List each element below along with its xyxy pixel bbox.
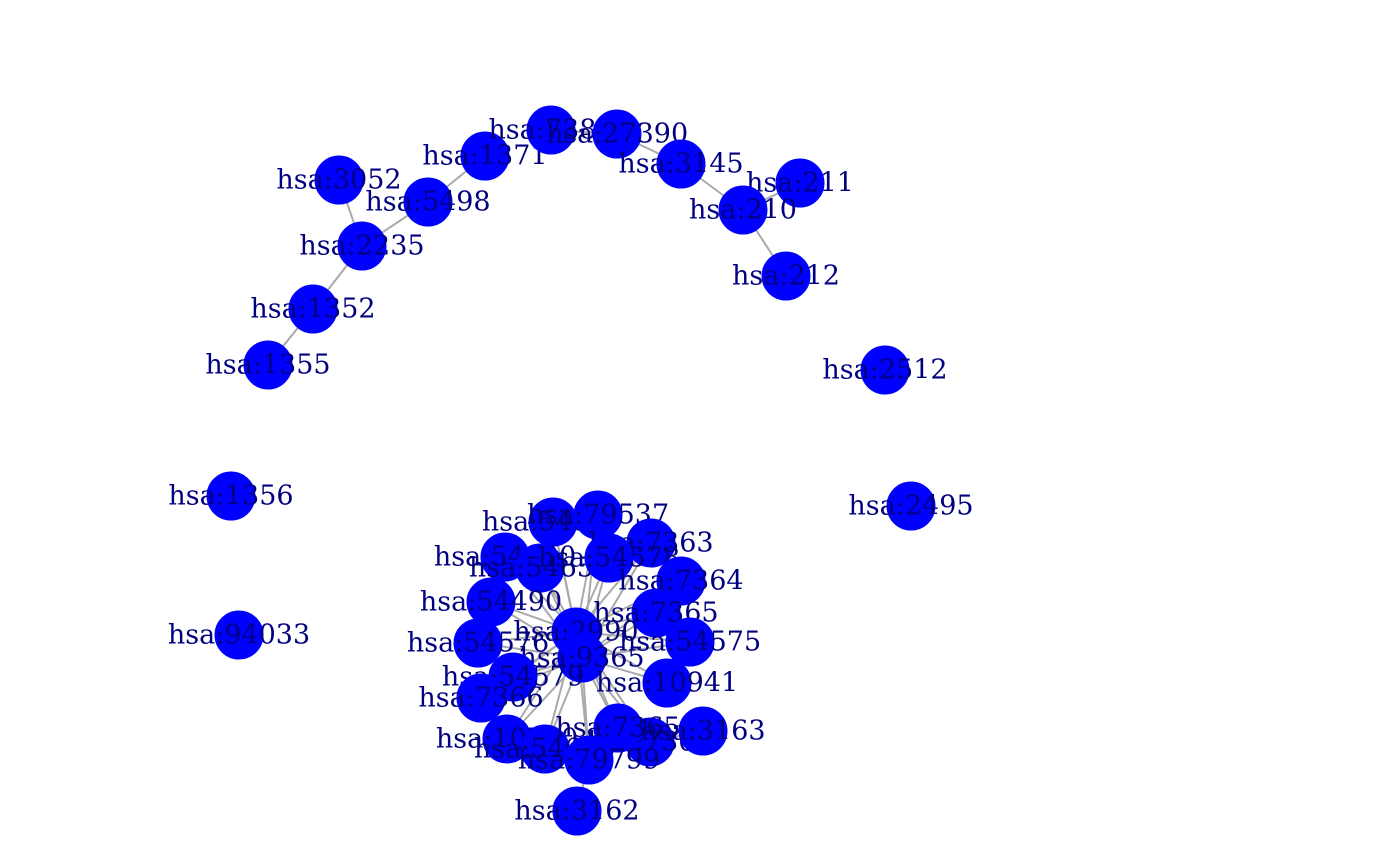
graph-node: hsa:7365: [555, 703, 681, 753]
node-circle: [243, 340, 293, 390]
node-label: hsa:27390: [546, 119, 688, 150]
node-circle: [337, 221, 387, 271]
node-label: hsa:79799: [518, 745, 660, 776]
node-label: hsa:94033: [168, 620, 310, 651]
graph-node: hsa:1356: [168, 471, 294, 521]
node-label: hsa:1356: [168, 481, 293, 512]
graph-node: hsa:54578: [538, 533, 680, 583]
node-label: hsa:7389: [488, 115, 613, 146]
node-label: hsa:5498: [365, 187, 490, 218]
graph-node: hsa:79799: [518, 735, 660, 785]
node-circle: [552, 786, 602, 836]
node-circle: [557, 633, 607, 683]
graph-node: hsa:7365: [593, 588, 719, 638]
graph-node: hsa:3162: [514, 786, 640, 836]
node-label: hsa:1355: [205, 350, 330, 381]
node-circle: [314, 155, 364, 205]
node-label: hsa:1352: [250, 294, 375, 325]
node-circle: [515, 543, 565, 593]
node-label: hsa:10941: [596, 668, 738, 699]
node-circle: [584, 533, 634, 583]
graph-node: hsa:210: [689, 185, 797, 235]
node-label: hsa:7365: [555, 713, 680, 744]
graph-node: hsa:3163: [640, 706, 766, 756]
node-label: hsa:7366: [418, 683, 543, 714]
graph-node: hsa:7366: [418, 673, 544, 723]
node-label: hsa:211: [746, 168, 854, 199]
node-circle: [593, 703, 643, 753]
node-circle: [775, 158, 825, 208]
node-circle: [526, 105, 576, 155]
graph-node: hsa:1355: [205, 340, 331, 390]
node-circle: [761, 251, 811, 301]
graph-node: hsa:10941: [596, 658, 738, 708]
node-label: hsa:3162: [514, 796, 639, 827]
node-layer: hsa:3052 hsa:1371 hsa:5498 hsa:2235 hsa:1352…: [168, 105, 974, 836]
graph-node: hsa:211: [746, 158, 854, 208]
graph-node: hsa:2235: [299, 221, 425, 271]
node-circle: [564, 735, 614, 785]
node-circle: [403, 177, 453, 227]
node-circle: [288, 284, 338, 334]
node-label: hsa:3145: [618, 149, 743, 180]
node-circle: [631, 588, 681, 638]
node-circle: [206, 471, 256, 521]
graph-node: hsa:1371: [422, 131, 548, 181]
graph-node: hsa:54575: [619, 617, 761, 667]
node-circle: [453, 618, 503, 668]
node-label: hsa:1371: [422, 141, 547, 172]
graph-node: hsa:5498: [365, 177, 491, 227]
node-label: hsa:3052: [276, 165, 401, 196]
node-circle: [678, 706, 728, 756]
node-label: hsa:54490: [420, 587, 562, 618]
node-label: hsa:54576: [407, 628, 549, 659]
node-circle: [860, 345, 910, 395]
node-circle: [886, 481, 936, 531]
graph-node: hsa:3145: [618, 139, 744, 189]
node-label: hsa:3163: [640, 716, 765, 747]
node-label: hsa:212: [732, 261, 840, 292]
node-label: hsa:7364: [618, 566, 743, 597]
node-circle: [456, 673, 506, 723]
node-circle: [642, 658, 692, 708]
graph-node: hsa:212: [732, 251, 840, 301]
node-label: hsa:54575: [619, 627, 761, 658]
node-circle: [592, 109, 642, 159]
node-label: hsa:2495: [848, 491, 973, 522]
graph-node: hsa:2495: [848, 481, 974, 531]
graph-node: hsa:54576: [407, 618, 549, 668]
node-label: hsa:210: [689, 195, 797, 226]
node-label: hsa:54578: [538, 543, 680, 574]
graph-node: hsa:7389: [488, 105, 614, 155]
node-label: hsa:2235: [299, 231, 424, 262]
graph-node: hsa:54490: [420, 577, 562, 627]
node-circle: [718, 185, 768, 235]
graph-node: hsa:3052: [276, 155, 402, 205]
node-label: hsa:2512: [822, 355, 947, 386]
node-circle: [460, 131, 510, 181]
graph-node: hsa:27390: [546, 109, 688, 159]
node-label: hsa:9365: [519, 643, 644, 674]
node-circle: [665, 617, 715, 667]
graph-node: hsa:94033: [168, 610, 310, 660]
node-circle: [214, 610, 264, 660]
graph-node: hsa:2512: [822, 345, 948, 395]
graph-node: hsa:9365: [519, 633, 645, 683]
graph-node: hsa:1352: [250, 284, 376, 334]
node-circle: [656, 139, 706, 189]
